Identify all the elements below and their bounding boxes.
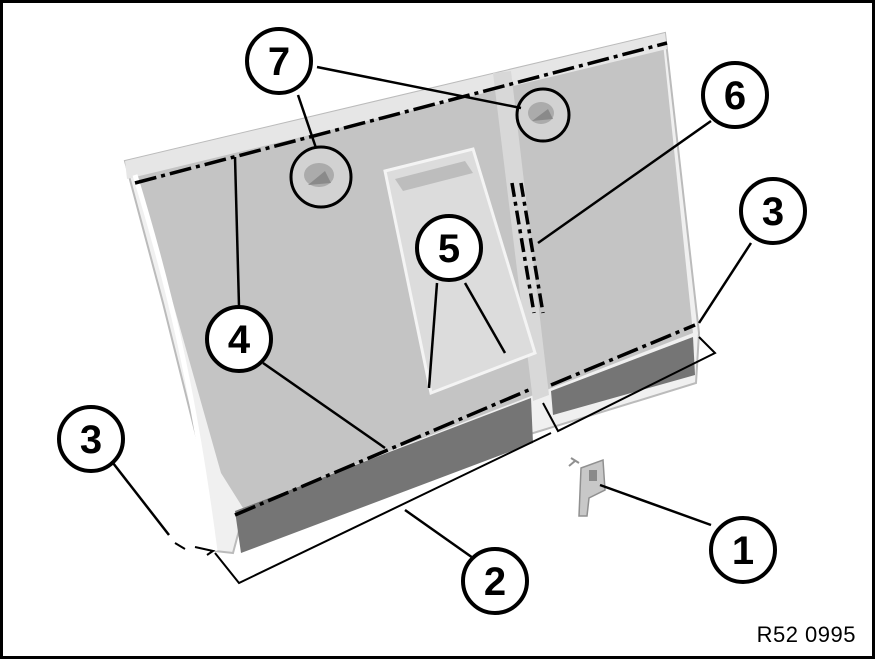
callout-3-right: 3 — [739, 177, 807, 245]
cut-line-top — [134, 41, 668, 185]
panel-top-rim — [125, 33, 667, 179]
leader-5-left — [427, 282, 439, 389]
callout-3-left: 3 — [57, 405, 125, 473]
callout-6: 6 — [701, 61, 769, 129]
leader-2 — [404, 508, 474, 560]
leader-3-left — [112, 462, 170, 536]
svg-text:6: 6 — [724, 74, 746, 118]
bracket-part — [568, 457, 606, 517]
figure-reference-code: R52 0995 — [754, 622, 858, 648]
cut-line-bottom-left — [234, 387, 532, 517]
svg-text:7: 7 — [268, 40, 290, 84]
leader-7-right — [316, 65, 522, 110]
svg-text:5: 5 — [438, 227, 460, 271]
cut-lines — [134, 41, 696, 517]
svg-text:4: 4 — [228, 318, 251, 362]
callout-1: 1 — [709, 516, 777, 584]
callout-4: 4 — [205, 305, 273, 373]
trim-panel — [123, 31, 701, 555]
svg-text:3: 3 — [762, 190, 784, 234]
callout-5: 5 — [415, 214, 483, 282]
clip-left — [289, 145, 353, 209]
leader-7-left — [296, 94, 318, 149]
clip-right — [515, 87, 571, 143]
dimension-bracket-right — [542, 336, 717, 433]
leader-4-upper — [233, 156, 241, 307]
cut-line-vertical — [510, 182, 545, 314]
panel-left-curve — [132, 174, 218, 552]
panel-split — [493, 71, 549, 401]
recess-top-shade — [395, 161, 473, 191]
leader-4-lower — [262, 361, 386, 450]
dimension-bracket-lower — [214, 432, 552, 585]
callout-7: 7 — [245, 27, 313, 95]
lower-strip-right — [551, 337, 695, 415]
lower-strip-left — [235, 398, 533, 553]
edge-fastener — [174, 542, 216, 556]
leader-3-right — [697, 242, 753, 324]
leader-1 — [599, 483, 712, 527]
leader-lines — [112, 65, 753, 560]
cut-line-bottom-right — [550, 323, 696, 387]
svg-text:1: 1 — [732, 529, 754, 573]
svg-text:3: 3 — [80, 418, 102, 462]
leader-5-right — [463, 282, 507, 354]
callout-2: 2 — [461, 547, 529, 615]
svg-text:2: 2 — [484, 560, 506, 604]
leader-6 — [537, 119, 712, 245]
trim-panel-diagram: 1 2 3 3 4 5 6 7 — [57, 27, 807, 615]
